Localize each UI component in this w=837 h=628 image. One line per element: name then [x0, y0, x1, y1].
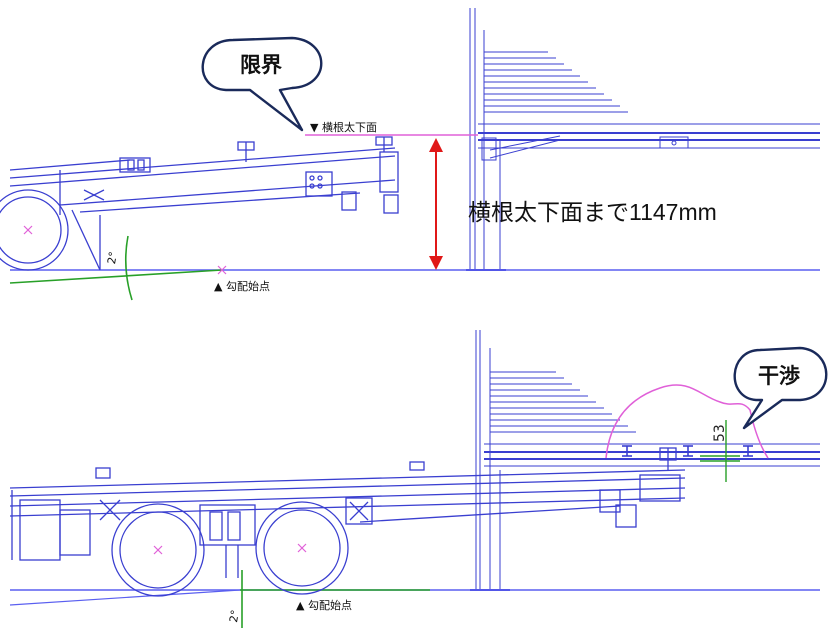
bottom-angle-label: 2° — [227, 609, 242, 624]
top-dimension-text: 横根太下面まで1147mm — [468, 199, 717, 225]
top-truck-chassis — [0, 136, 399, 271]
bottom-beam-marks — [622, 445, 753, 457]
bottom-truck-chassis — [9, 447, 686, 597]
top-slope-start-label: ▲ 勾配始点 — [214, 279, 270, 293]
top-panel: 2° ▲ 勾配始点 ▼ 横根太下面 横根太下面まで1147mm 限界 — [0, 8, 820, 301]
top-callout-text: 限界 — [240, 53, 282, 77]
top-sloped-ground — [9, 269, 223, 284]
top-dock-structure — [466, 8, 820, 271]
bottom-panel: 53 — [9, 330, 828, 628]
top-angle-arc — [124, 235, 133, 301]
top-slope-start-mark — [217, 265, 227, 275]
bottom-callout-text: 干渉 — [758, 364, 800, 388]
top-wheel-center — [23, 225, 33, 235]
top-angle-label: 2° — [105, 251, 120, 266]
top-callout-limit: 限界 — [201, 36, 323, 132]
bottom-sloped-ground — [9, 589, 241, 606]
bottom-gap-dimension — [700, 420, 740, 482]
bottom-gap-value: 53 — [712, 424, 728, 442]
bottom-wheel-centers — [153, 543, 307, 555]
bottom-callout-interference: 干渉 — [733, 346, 828, 430]
top-dimension-arrow — [429, 138, 443, 270]
bottom-slope-start-label: ▲ 勾配始点 — [296, 598, 352, 612]
top-limit-label: ▼ 横根太下面 — [310, 120, 377, 134]
